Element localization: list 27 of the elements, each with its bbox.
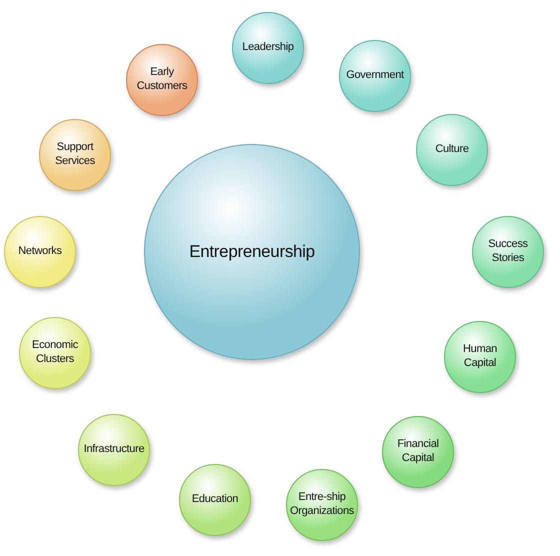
node-label: Entre-ship Organizations <box>289 491 355 519</box>
node-label: Financial Capital <box>396 438 440 466</box>
node-label: Human Capital <box>462 343 498 371</box>
node-label: Culture <box>435 143 469 157</box>
factor-circle <box>126 44 198 116</box>
node-label: Success Stories <box>487 238 529 266</box>
center-label: Entrepreneurship <box>189 241 315 263</box>
node-label: Support Services <box>54 141 96 169</box>
node-label: Education <box>192 493 238 507</box>
factor-circle <box>472 216 544 288</box>
factor-circle <box>78 414 150 486</box>
factor-circle <box>382 416 454 488</box>
factor-circle <box>232 12 304 84</box>
node-label: Leadership <box>242 41 294 55</box>
factor-circle <box>4 216 76 288</box>
node-label: Networks <box>18 245 62 259</box>
node-label: Early Customers <box>136 66 188 94</box>
factor-circle <box>19 317 91 389</box>
node-label: Infrastructure <box>84 443 144 457</box>
factor-circle <box>416 114 488 186</box>
node-label: Economic Clusters <box>31 339 79 367</box>
factor-circle <box>39 119 111 191</box>
node-label: Government <box>346 69 404 83</box>
factor-circle <box>444 321 516 393</box>
factor-circle <box>339 40 411 112</box>
factor-circle <box>179 464 251 536</box>
factor-circle <box>286 469 358 541</box>
